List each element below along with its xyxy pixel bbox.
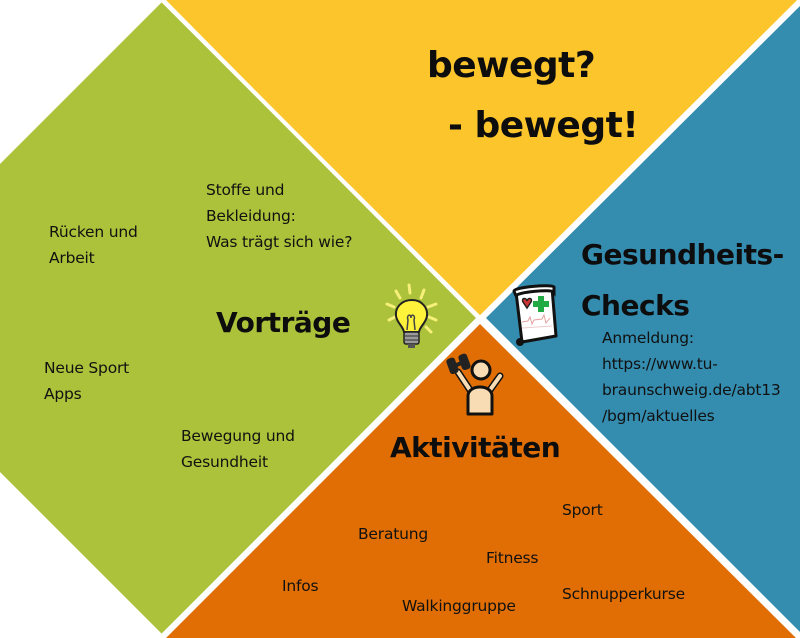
gesundheits-checks-heading: Gesundheits- Checks xyxy=(581,238,784,322)
aktivitaeten-item: Beratung xyxy=(358,525,429,543)
title-panel xyxy=(166,0,800,318)
vortraege-item: Neue Sport Apps xyxy=(44,359,130,403)
vortraege-item: Rücken und Arbeit xyxy=(49,223,138,267)
title-line-2: - bewegt! xyxy=(448,105,639,146)
vortraege-heading: Vorträge xyxy=(216,306,351,339)
medical-chart-icon xyxy=(512,284,558,346)
aktivitaeten-item: Sport xyxy=(562,501,603,519)
title-line-1: bewegt? xyxy=(427,45,596,86)
vortraege-item: Bewegung und Gesundheit xyxy=(181,427,295,471)
person-dumbbell-icon xyxy=(446,353,504,416)
aktivitaeten-item: Schnupperkurse xyxy=(562,585,685,603)
aktivitaeten-heading: Aktivitäten xyxy=(390,431,561,464)
aktivitaeten-panel xyxy=(166,324,796,638)
vortraege-item: Stoffe und Bekleidung: Was trägt sich wi… xyxy=(206,181,353,251)
gesundheits-checks-panel xyxy=(486,6,800,632)
registration-label: Anmeldung: xyxy=(602,329,694,347)
aktivitaeten-item: Walkinggruppe xyxy=(402,597,516,615)
aktivitaeten-item: Infos xyxy=(282,577,319,595)
registration-url-link[interactable]: https://www.tu- braunschweig.de/abt13 /b… xyxy=(602,355,781,425)
aktivitaeten-item: Fitness xyxy=(486,549,539,567)
lightbulb-icon xyxy=(385,283,438,348)
vortraege-panel xyxy=(0,2,476,634)
